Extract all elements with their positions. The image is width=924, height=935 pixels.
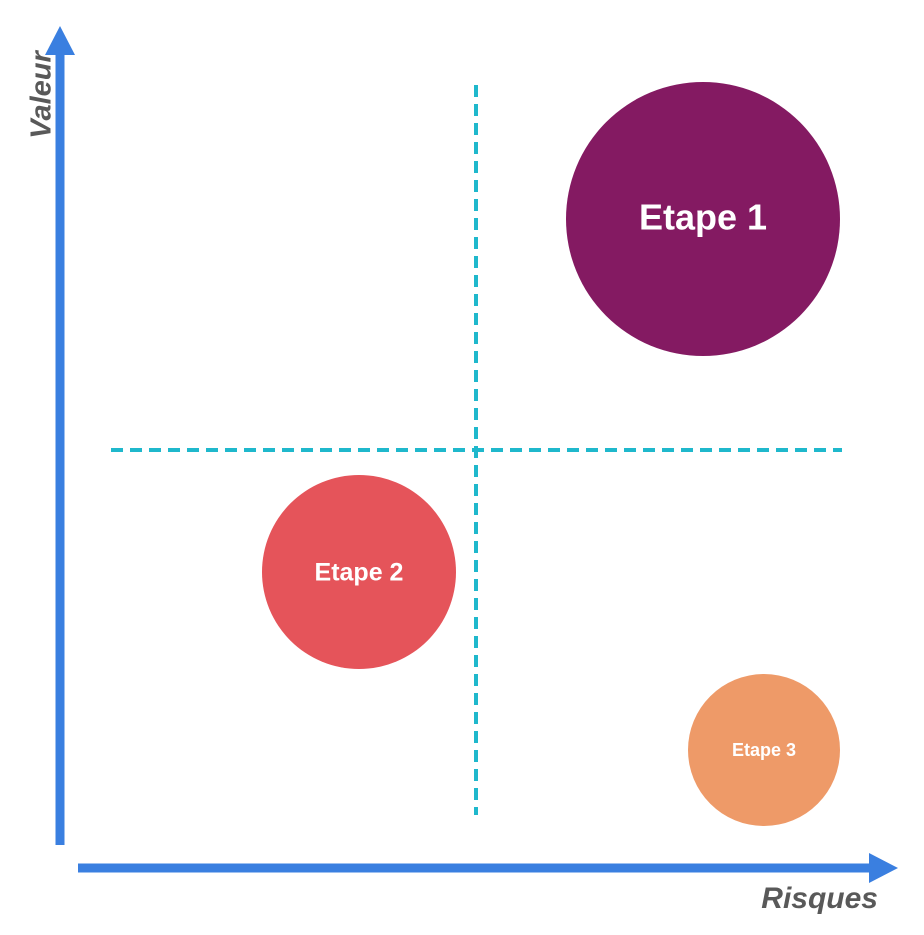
y-axis-arrowhead (45, 26, 75, 55)
bubble-etape-3 (688, 674, 840, 826)
bubble-etape-2 (262, 475, 456, 669)
bubble-label-etape-3: Etape 3 (732, 740, 796, 760)
bubble-label-etape-2: Etape 2 (315, 559, 404, 587)
bubble-label-etape-1: Etape 1 (639, 197, 767, 238)
x-axis-arrowhead (869, 853, 898, 883)
bubble-etape-1 (566, 82, 840, 356)
y-axis-label: Valeur (26, 50, 58, 139)
x-axis-label: Risques (761, 882, 878, 915)
